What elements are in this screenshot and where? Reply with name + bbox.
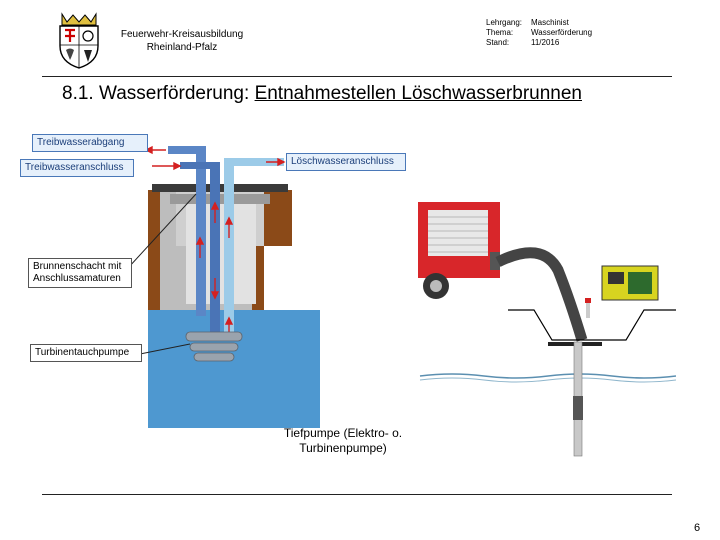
meta-value: 11/2016: [531, 38, 560, 47]
label-treibwasserabgang: Treibwasserabgang: [32, 134, 148, 152]
image-caption: Tiefpumpe (Elektro- o. Turbinenpumpe): [264, 426, 422, 456]
title-prefix: 8.1. Wasserförderung:: [62, 83, 255, 104]
meta-row-thema: Thema: Wasserförderung: [486, 28, 592, 38]
course-meta: Lehrgang: Maschinist Thema: Wasserförder…: [486, 18, 592, 48]
slide-title: 8.1. Wasserförderung: Entnahmestellen Lö…: [62, 83, 582, 105]
page-number: 6: [694, 522, 701, 534]
label-brunnenschacht: Brunnenschacht mit Anschlussamaturen: [28, 258, 132, 288]
organization-name: Feuerwehr-Kreisausbildung Rheinland-Pfal…: [100, 28, 264, 54]
caption-line-1: Tiefpumpe (Elektro- o.: [283, 426, 403, 440]
caption-line-2: Turbinenpumpe): [299, 441, 387, 455]
meta-key: Thema:: [486, 28, 514, 37]
flow-arrows: [144, 145, 286, 338]
suction-hose: [495, 247, 588, 342]
org-line-2: Rheinland-Pfalz: [146, 42, 218, 53]
title-underlined: Entnahmestellen Löschwasserbrunnen: [254, 83, 582, 104]
label-loeschwasseranschluss: Löschwasseranschluss: [286, 153, 406, 171]
meta-row-stand: Stand: 11/2016: [486, 38, 592, 48]
ground-profile: [508, 309, 676, 341]
pipe-treibwasseranschluss: [210, 162, 220, 334]
footer-divider: [42, 494, 672, 495]
well-diagram: [127, 145, 320, 428]
fire-truck: [418, 202, 500, 299]
header-divider: [42, 76, 672, 77]
org-line-1: Feuerwehr-Kreisausbildung: [120, 29, 244, 40]
meta-key: Stand:: [486, 38, 510, 47]
pipe-treibwasserabgang: [196, 146, 206, 316]
turbine-pump: [185, 331, 243, 362]
pipe-loeschwasser: [224, 158, 234, 338]
meta-row-lehrgang: Lehrgang: Maschinist: [486, 18, 592, 28]
label-turbinentauchpumpe: Turbinentauchpumpe: [30, 344, 142, 362]
deep-pump-illustration: [418, 202, 676, 457]
label-brunnenschacht-line-1: Brunnenschacht mit: [33, 261, 122, 272]
water-surface: [419, 373, 676, 379]
rheinland-pfalz-crest-logo: [59, 12, 99, 69]
label-brunnenschacht-line-2: Anschlussamaturen: [33, 273, 121, 284]
generator: [601, 265, 659, 301]
meta-value: Wasserförderung: [531, 28, 593, 37]
label-treibwasseranschluss: Treibwasseranschluss: [20, 159, 134, 177]
meta-key: Lehrgang:: [486, 18, 523, 27]
meta-value: Maschinist: [531, 18, 569, 27]
